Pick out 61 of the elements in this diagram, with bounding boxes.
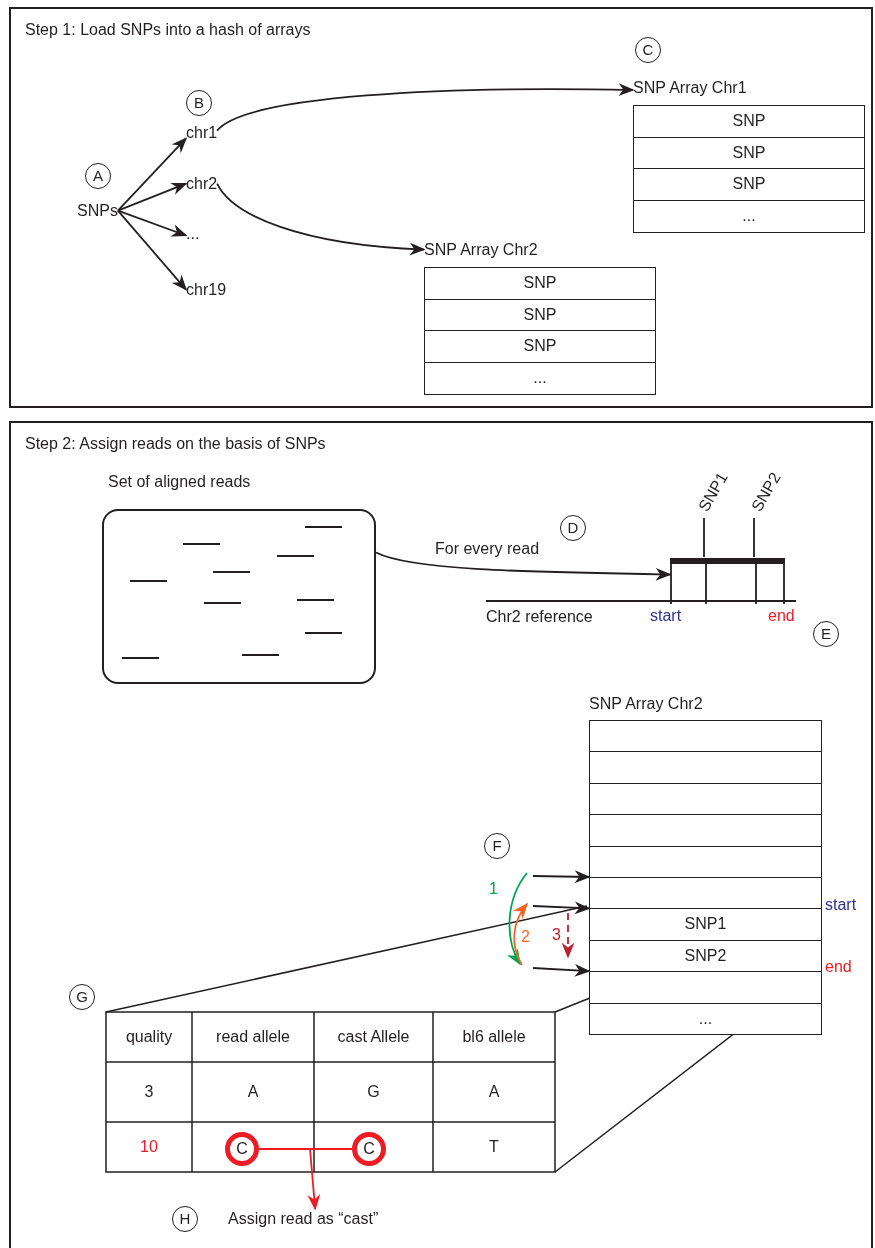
cell-value: A <box>488 1082 500 1102</box>
arrow <box>117 209 188 237</box>
position-label: end <box>768 606 795 626</box>
table-row <box>589 720 822 753</box>
position-label: start <box>825 895 857 915</box>
table-row: ... <box>589 1002 822 1036</box>
table-row: SNP <box>424 267 656 300</box>
table-row <box>589 877 822 910</box>
reference-label: Chr2 reference <box>486 607 593 627</box>
table-heading: SNP Array Chr2 <box>424 240 538 260</box>
table-heading: SNP Array Chr2 <box>589 694 703 714</box>
step-panel <box>9 7 873 408</box>
cell-value: 10 <box>140 1137 158 1157</box>
table-row <box>589 814 822 848</box>
table-row: ... <box>633 199 865 233</box>
arrow <box>216 83 635 132</box>
table-row: SNP <box>633 168 865 201</box>
cell-value: T <box>489 1137 499 1157</box>
arrow <box>117 137 188 212</box>
key-label: chr2 <box>186 174 218 194</box>
column-header: quality <box>125 1027 173 1047</box>
table-row <box>589 751 822 785</box>
panel-title: Step 1: Load SNPs into a hash of arrays <box>25 20 311 40</box>
column-header: cast Allele <box>337 1027 410 1047</box>
table-row: SNP1 <box>589 908 822 942</box>
table-row: SNP <box>424 330 656 363</box>
position-label: start <box>650 606 682 626</box>
arrow <box>375 551 672 581</box>
arrow <box>117 209 188 291</box>
key-label: chr1 <box>186 123 218 143</box>
arrow <box>117 182 188 212</box>
circled-allele: C <box>352 1132 386 1166</box>
cell-value: A <box>247 1082 259 1102</box>
arrow <box>307 1148 321 1211</box>
hash-label: SNPs <box>77 201 118 221</box>
step-panel <box>9 421 873 1248</box>
position-label: end <box>825 957 852 977</box>
table-row: SNP <box>633 105 865 138</box>
panel-title: Step 2: Assign reads on the basis of SNPs <box>25 434 326 454</box>
step-number: 1 <box>489 879 498 899</box>
column-header: read allele <box>216 1027 290 1047</box>
table-heading: SNP Array Chr1 <box>633 78 747 98</box>
arrow <box>216 182 426 256</box>
result-text: Assign read as “cast” <box>228 1209 379 1229</box>
key-label: chr19 <box>186 280 227 300</box>
arrow <box>532 870 591 884</box>
arrow <box>532 901 591 915</box>
box-heading: Set of aligned reads <box>108 472 251 492</box>
column-header: bl6 allele <box>462 1027 526 1047</box>
step-number: 2 <box>521 927 530 947</box>
edge-label: For every read <box>433 539 542 559</box>
arrow <box>532 964 591 977</box>
read-span-drawing <box>670 558 785 604</box>
cell-value: 3 <box>144 1082 154 1102</box>
table-row: ... <box>424 361 656 395</box>
cell-value: G <box>367 1082 380 1102</box>
key-label: ... <box>186 224 200 244</box>
circled-allele: C <box>225 1132 259 1166</box>
connector-line <box>258 1148 353 1150</box>
table-row <box>589 971 822 1005</box>
step-number: 3 <box>552 925 561 945</box>
